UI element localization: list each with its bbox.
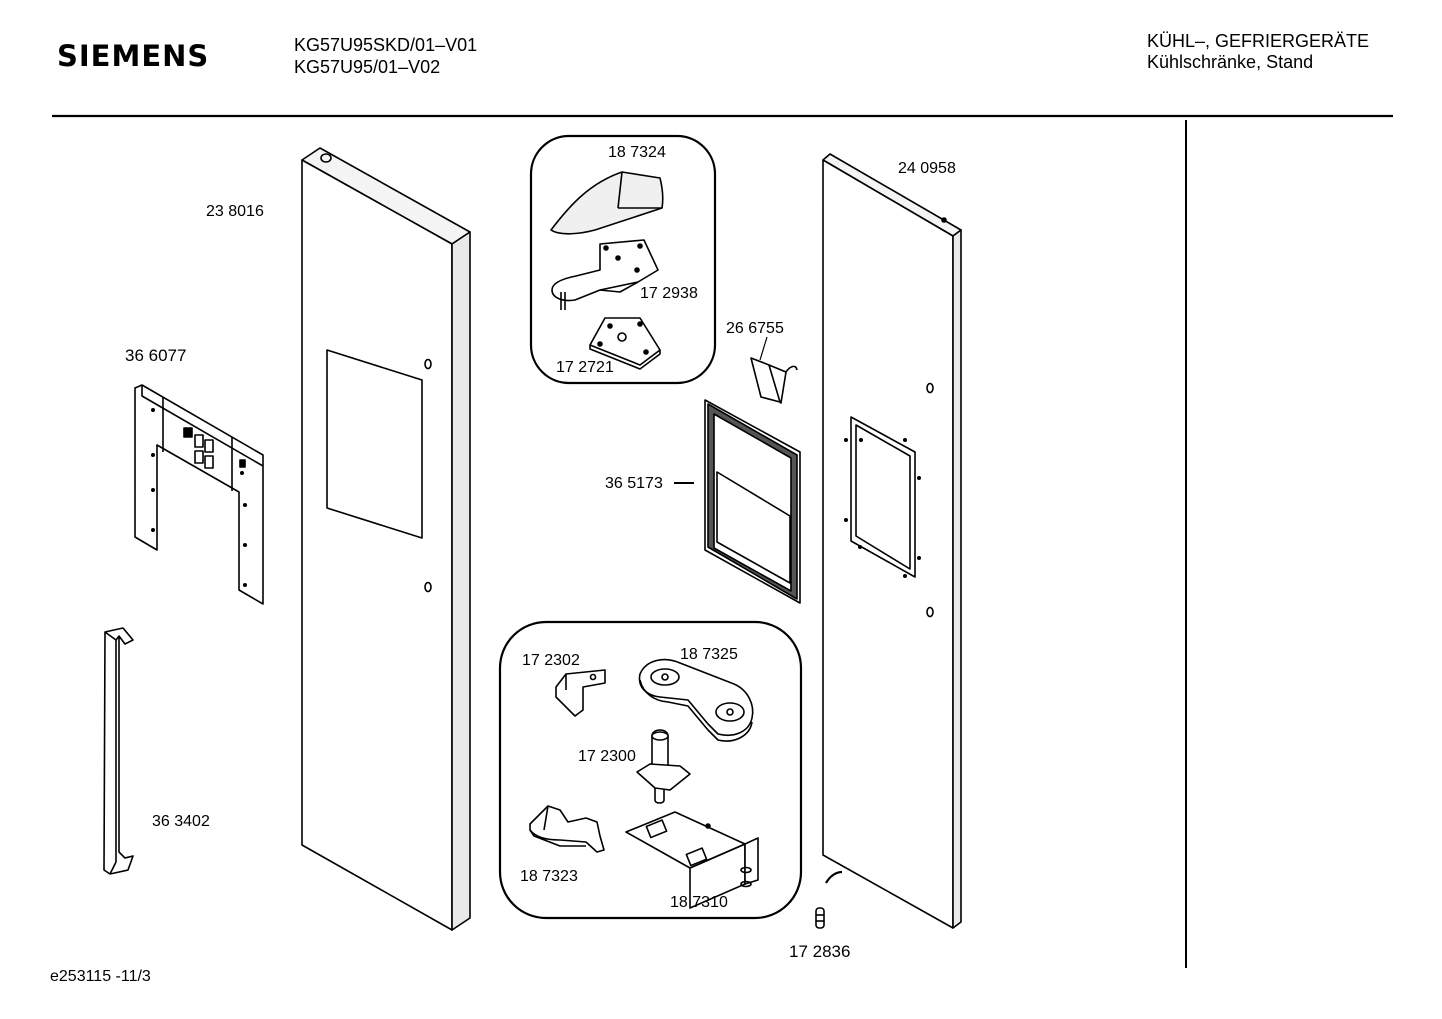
brand-logo: SIEMENS (57, 39, 210, 73)
category-title: KÜHL–, GEFRIERGERÄTE (1147, 31, 1370, 51)
label-hinge-pin: 17 2300 (578, 748, 636, 765)
cover-bottom-shape (529, 805, 605, 853)
hinge-shim-shape (589, 317, 661, 370)
label-hinge-plate: 17 2938 (640, 285, 698, 302)
label-bracket-small: 17 2302 (522, 652, 580, 669)
label-hinge-shim: 17 2721 (556, 359, 614, 376)
label-hinge-cover: 18 7324 (608, 144, 666, 161)
label-pin: 17 2836 (789, 942, 851, 961)
lower-hinge-group-frame (498, 620, 803, 920)
hinge-pin-shape (636, 729, 691, 804)
hinge-bracket-shape (625, 811, 759, 909)
model-number-2: KG57U95/01–V02 (294, 57, 441, 77)
door-left-shape (301, 147, 471, 931)
bracket-small-shape (555, 669, 606, 717)
label-frame: 36 5173 (605, 475, 663, 492)
document-id: e253115 -11/3 (50, 968, 151, 985)
handle-shape (103, 627, 134, 875)
label-hinge-bottom: 18 7325 (680, 646, 738, 663)
label-door-left: 23 8016 (206, 203, 264, 220)
label-door-right: 24 0958 (898, 160, 956, 177)
label-cover-bottom: 18 7323 (520, 868, 578, 885)
pin-shape (815, 907, 825, 929)
label-handle: 36 3402 (152, 813, 210, 830)
control-panel-shape (134, 384, 264, 605)
door-right-shape (822, 153, 962, 929)
label-switch: 26 6755 (726, 320, 784, 337)
frame-shape (674, 399, 801, 604)
hinge-bottom-shape (638, 658, 754, 742)
model-number-1: KG57U95SKD/01–V01 (294, 35, 478, 55)
label-control-panel: 36 6077 (125, 346, 187, 365)
subcategory-title: Kühlschränke, Stand (1147, 52, 1314, 72)
upper-hinge-group-frame (529, 134, 717, 385)
switch-shape (750, 336, 798, 404)
hinge-cover-shape (550, 171, 664, 235)
label-hinge-bracket: 18 7310 (670, 894, 728, 911)
hinge-plate-shape (551, 239, 659, 310)
